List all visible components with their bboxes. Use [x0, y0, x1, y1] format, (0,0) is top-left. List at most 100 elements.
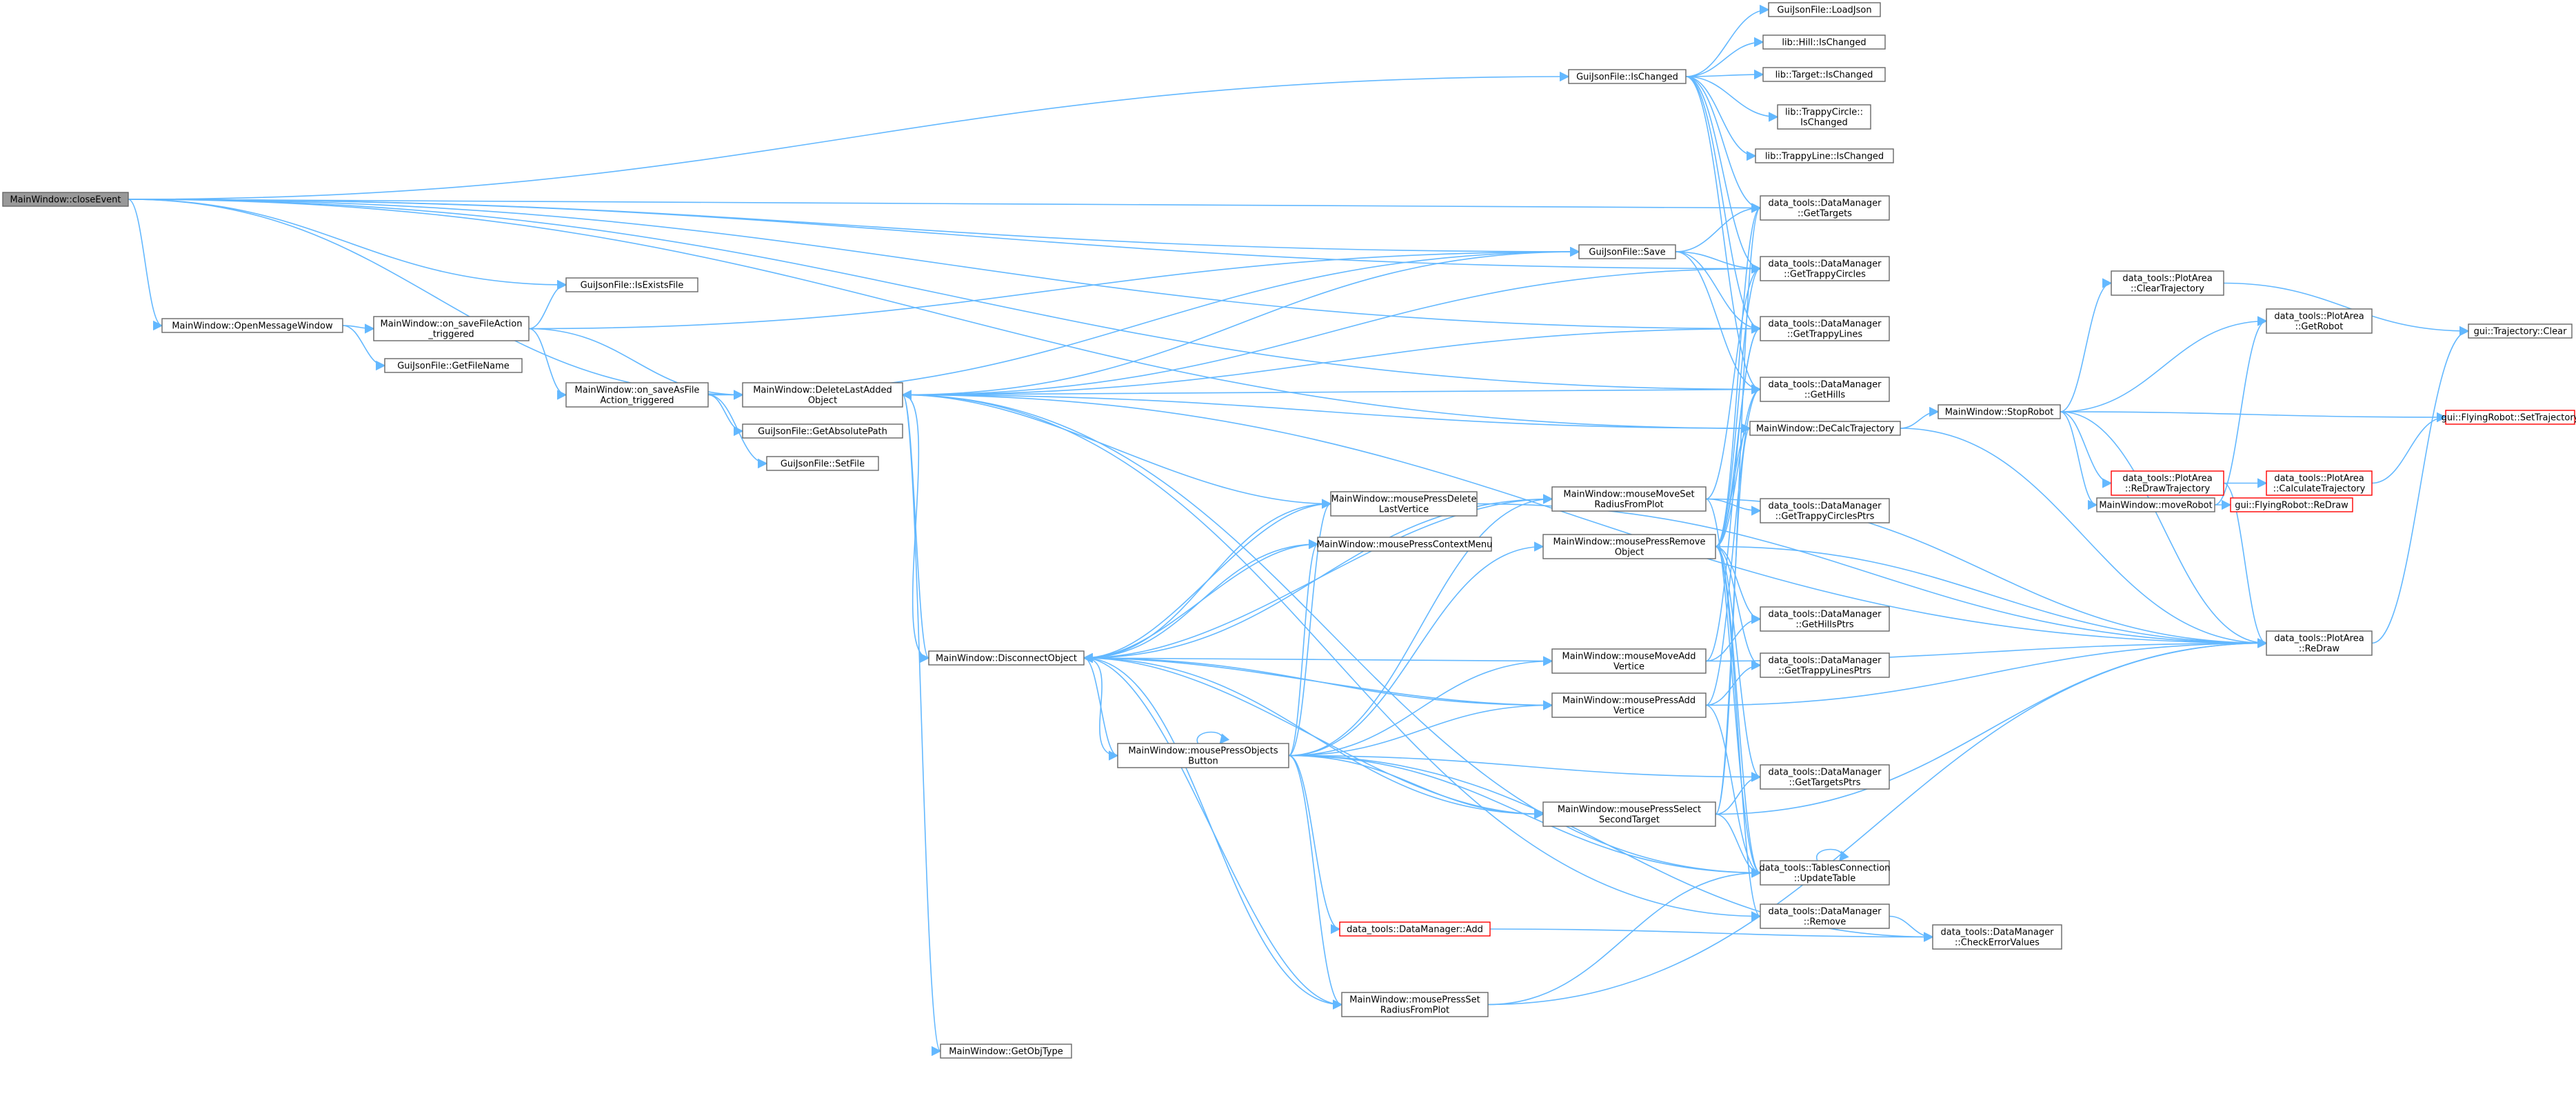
node-label: Object	[808, 396, 837, 406]
edge-updatetable-to-updatetable	[1815, 848, 1849, 862]
edge-onsave-to-save	[528, 246, 1580, 330]
node-box	[1760, 764, 1890, 790]
node-label: ::GetTrappyCirclesPtrs	[1775, 512, 1875, 522]
node-flyredraw[interactable]: gui::FlyingRobot::ReDraw	[2230, 497, 2353, 512]
node-label: GuiJsonFile::GetAbsolutePath	[758, 427, 887, 437]
node-onsave[interactable]: MainWindow::on_saveFileAction_triggered	[373, 316, 530, 341]
node-traplinechg[interactable]: lib::TrappyLine::IsChanged	[1755, 148, 1894, 163]
node-label: ::GetTargets	[1798, 209, 1852, 219]
node-box	[2468, 323, 2573, 339]
node-redraw[interactable]: data_tools::PlotArea::ReDraw	[2266, 630, 2373, 656]
edge-mpobjbtn-to-mpcontext	[1288, 539, 1319, 757]
node-label: SecondTarget	[1599, 815, 1660, 826]
node-label: data_tools::TablesConnection	[1760, 864, 1891, 874]
node-label: MainWindow::mousePressObjects	[1128, 746, 1278, 757]
node-gethillsptrs[interactable]: data_tools::DataManager::GetHillsPtrs	[1760, 606, 1890, 632]
node-box	[2230, 497, 2353, 512]
edge-mpremove-to-redraw	[1715, 546, 2268, 648]
node-gettargets[interactable]: data_tools::DataManager::GetTargets	[1760, 195, 1890, 221]
edge-mpsetradius-to-updatetable	[1487, 868, 1762, 1006]
edge-stoprobot-to-cleartraj	[2060, 278, 2113, 412]
node-label: ::ReDrawTrajectory	[2125, 484, 2211, 495]
node-label: data_tools::PlotArea	[2274, 634, 2364, 644]
node-box	[742, 423, 903, 439]
node-box	[565, 277, 698, 292]
node-label: data_tools::DataManager	[1769, 319, 1882, 330]
node-getrobot[interactable]: data_tools::PlotArea::GetRobot	[2266, 308, 2373, 334]
node-label: data_tools::DataManager::Add	[1347, 925, 1483, 935]
node-onsaveas[interactable]: MainWindow::on_saveAsFileAction_triggere…	[565, 382, 709, 408]
node-decalc[interactable]: MainWindow::DeCalcTrajectory	[1749, 421, 1901, 436]
node-getobjtype[interactable]: MainWindow::GetObjType	[940, 1044, 1072, 1059]
node-box	[161, 318, 343, 333]
node-close[interactable]: MainWindow::closeEvent	[2, 192, 129, 207]
node-mpcontext[interactable]: MainWindow::mousePressContextMenu	[1317, 537, 1493, 552]
edge-onsaveas-to-save	[707, 246, 1580, 396]
node-box	[1117, 743, 1289, 768]
node-gettargetsptrs[interactable]: data_tools::DataManager::GetTargetsPtrs	[1760, 764, 1890, 790]
node-box	[1777, 104, 1871, 130]
node-remove[interactable]: data_tools::DataManager::Remove	[1760, 904, 1890, 929]
node-calctraj[interactable]: data_tools::PlotArea::CalculateTrajector…	[2266, 470, 2373, 496]
node-redrawtraj[interactable]: data_tools::PlotArea::ReDrawTrajectory	[2111, 470, 2224, 496]
node-hillchg[interactable]: lib::Hill::IsChanged	[1762, 34, 1886, 50]
node-label: ::GetRobot	[2295, 322, 2344, 332]
edge-mpobjbtn-to-mpaddvert	[1288, 700, 1553, 757]
node-save[interactable]: GuiJsonFile::Save	[1578, 244, 1676, 259]
node-loadjson[interactable]: GuiJsonFile::LoadJson	[1768, 2, 1881, 17]
node-label: ::CheckErrorValues	[1955, 938, 2040, 948]
node-disconnect[interactable]: MainWindow::DisconnectObject	[928, 650, 1085, 666]
node-gettraplines[interactable]: data_tools::DataManager::GetTrappyLines	[1760, 316, 1890, 341]
node-gethills[interactable]: data_tools::DataManager::GetHills	[1760, 377, 1890, 402]
node-gettrapcirclesptrs[interactable]: data_tools::DataManager::GetTrappyCircle…	[1760, 498, 1890, 523]
node-box	[1551, 486, 1707, 512]
edge-save-to-gethills	[1675, 251, 1762, 395]
node-gettraplinesptrs[interactable]: data_tools::DataManager::GetTrappyLinesP…	[1760, 652, 1890, 678]
edge-mpselsecond-to-gettargetsptrs	[1715, 772, 1762, 815]
node-label: GuiJsonFile::LoadJson	[1777, 6, 1871, 16]
node-dmadd[interactable]: data_tools::DataManager::Add	[1339, 921, 1491, 937]
node-box	[1760, 195, 1890, 221]
node-getabs[interactable]: GuiJsonFile::GetAbsolutePath	[742, 423, 903, 439]
node-label: data_tools::DataManager	[1769, 768, 1882, 778]
edge-mpobjbtn-to-mmsetradius	[1288, 494, 1553, 757]
node-box	[1339, 921, 1491, 937]
edge-mpremove-to-gettrapcircles	[1715, 263, 1762, 548]
node-setfile[interactable]: GuiJsonFile::SetFile	[766, 456, 879, 471]
node-ischanged[interactable]: GuiJsonFile::IsChanged	[1568, 69, 1687, 84]
node-label: RadiusFromPlot	[1594, 500, 1663, 510]
node-openmsg[interactable]: MainWindow::OpenMessageWindow	[161, 318, 343, 333]
node-moverobot[interactable]: MainWindow::moveRobot	[2096, 497, 2215, 512]
node-label: MainWindow::mousePressDelete	[1331, 495, 1477, 505]
node-label: GuiJsonFile::IsExistsFile	[581, 281, 684, 291]
node-trapcirclechg[interactable]: lib::TrappyCircle::IsChanged	[1777, 104, 1871, 130]
node-stoprobot[interactable]: MainWindow::StopRobot	[1938, 404, 2061, 419]
edge-mmaddvert-to-gettraplines	[1705, 323, 1762, 662]
node-existsfile[interactable]: GuiJsonFile::IsExistsFile	[565, 277, 698, 292]
node-trajclear[interactable]: gui::Trajectory::Clear	[2468, 323, 2573, 339]
edge-mpremove-to-gethills	[1715, 384, 1762, 548]
edge-mpremove-to-gettargets	[1715, 203, 1762, 548]
edge-disconnect-to-mpcontext	[1083, 539, 1319, 659]
node-label: MainWindow::mousePressAdd	[1562, 696, 1695, 706]
node-label: data_tools::DataManager	[1941, 928, 2055, 938]
node-getfilename[interactable]: GuiJsonFile::GetFileName	[384, 358, 523, 373]
node-updatetable[interactable]: data_tools::TablesConnection::UpdateTabl…	[1760, 860, 1891, 886]
node-cleartraj[interactable]: data_tools::PlotArea::ClearTrajectory	[2111, 270, 2224, 296]
node-label: MainWindow::mousePressRemove	[1553, 537, 1706, 548]
edge-ischanged-to-gettrapcircles	[1685, 76, 1762, 274]
node-checkerr[interactable]: data_tools::DataManager::CheckErrorValue…	[1932, 924, 2062, 950]
node-targetchg[interactable]: lib::Target::IsChanged	[1762, 67, 1886, 82]
edge-mmsetradius-to-gettrapcircles	[1705, 263, 1762, 500]
node-gettrapcircles[interactable]: data_tools::DataManager::GetTrappyCircle…	[1760, 256, 1890, 281]
node-settraj[interactable]: gui::FlyingRobot::SetTrajectory	[2442, 410, 2576, 425]
